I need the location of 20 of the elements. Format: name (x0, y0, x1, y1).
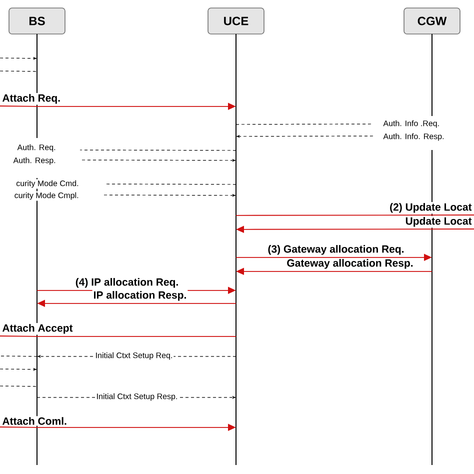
edge-label: Initial Ctxt Setup Req. (94, 351, 174, 361)
lifeline-header-box: BS (8, 8, 66, 34)
edge-label: Auth. Req. (16, 143, 57, 153)
lifeline-header-box: CGW (404, 8, 460, 34)
edge-label: Auth. Info. Resp. (382, 132, 446, 142)
edge-label: Gateway allocation Resp. (286, 258, 414, 270)
edge-label: Attach Req. (1, 93, 62, 105)
edge-label: Attach Accept (1, 323, 74, 335)
edge-label: Update Locat (404, 216, 473, 228)
edge-label: Auth. Info .Req. (382, 119, 441, 129)
edge-label: Initial Ctxt Setup Resp. (95, 392, 179, 402)
edge-label: (4) IP allocation Req. (74, 277, 180, 289)
edge-label: curity Mode Cmd. (15, 179, 80, 189)
edge-label: Attach Coml. (1, 416, 68, 426)
edge-label: Auth. Resp. (12, 156, 57, 166)
edge-label: (3) Gateway allocation Req. (266, 244, 406, 256)
edge-label: (2) Update Locat (388, 202, 473, 214)
lifeline-header-box: UCE (208, 8, 264, 34)
edge-label: curity Mode Cmpl. (13, 191, 80, 201)
edge-label: IP allocation Resp. (92, 290, 188, 302)
